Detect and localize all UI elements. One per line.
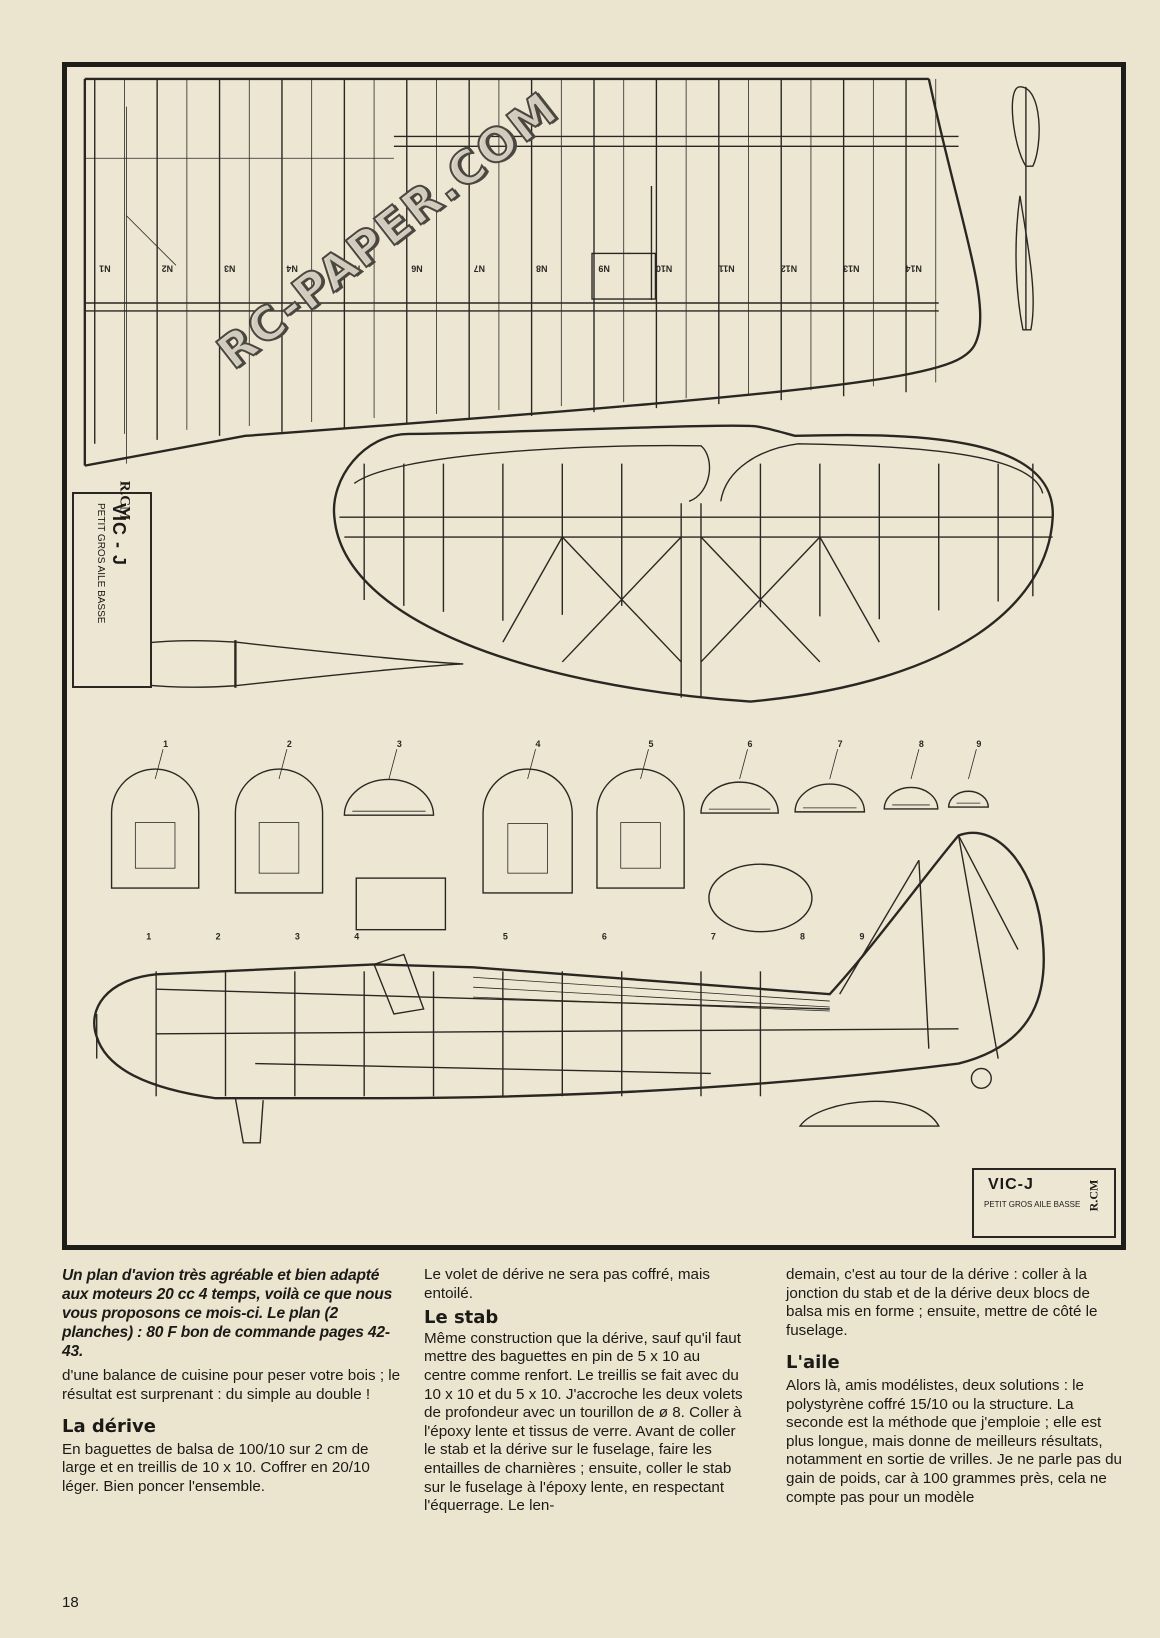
title-block-subtitle: PETIT GROS AILE BASSE xyxy=(95,503,106,624)
wing-panel-drawing: N1 N2 N3 N4 N5 N6 N7 N8 N9 N10 N11 N12 N13 N14 xyxy=(83,77,982,467)
paragraph: Alors là, amis modélistes, deux solution… xyxy=(786,1376,1122,1506)
article-column-3: demain, c'est au tour de la dérive : col… xyxy=(786,1266,1128,1507)
title-block-right: VIC-J PETIT GROS AILE BASSE R.CM xyxy=(972,1168,1116,1238)
paragraph: Le volet de dérive ne sera pas coffré, m… xyxy=(424,1266,710,1302)
section-heading-stab: Le stab xyxy=(424,1307,499,1329)
fuselage-station-number: 3 xyxy=(295,932,300,942)
wing-rib-number: N10 xyxy=(656,263,672,273)
wing-rib-number: N13 xyxy=(843,263,859,273)
fuselage-station-number: 6 xyxy=(602,932,607,942)
wing-rib-number: N14 xyxy=(906,263,922,273)
wing-rib-number: N2 xyxy=(162,263,173,273)
wing-rib-number: N4 xyxy=(286,263,297,273)
wing-rib-number: N11 xyxy=(719,263,735,273)
plan-drawing: N1 N2 N3 N4 N5 N6 N7 N8 N9 N10 N11 N12 N13 N14 xyxy=(83,77,1054,1144)
section-heading-derive: La dérive xyxy=(62,1416,156,1438)
wing-rib-number: N8 xyxy=(536,263,547,273)
plan-drawing-frame: N1 N2 N3 N4 N5 N6 N7 N8 N9 N10 N11 N12 N13 N14 xyxy=(62,62,1126,1250)
former-number: 5 xyxy=(648,739,653,749)
former-number: 6 xyxy=(748,739,753,749)
wing-rib-number: N9 xyxy=(598,263,609,273)
wing-rib-number: N12 xyxy=(781,263,797,273)
former-number: 3 xyxy=(397,739,402,749)
wing-tip-profile xyxy=(1011,86,1040,167)
former-number: 7 xyxy=(838,739,843,749)
former-number: 8 xyxy=(919,739,924,749)
fuselage-station-number: 1 xyxy=(146,932,151,942)
fuselage-station-number: 9 xyxy=(859,932,864,942)
former-number: 1 xyxy=(163,739,168,749)
former-number: 9 xyxy=(976,739,981,749)
rcm-logo: R.CM xyxy=(116,480,133,521)
title-block-name: VIC-J xyxy=(988,1176,1034,1193)
fuselage-station-number: 7 xyxy=(711,932,716,942)
wing-rib-number: N5 xyxy=(349,263,360,273)
former-number: 2 xyxy=(287,739,292,749)
article-column-2: Le volet de dérive ne sera pas coffré, m… xyxy=(424,1266,744,1516)
title-block-subtitle: PETIT GROS AILE BASSE xyxy=(984,1200,1081,1209)
wing-rib-number: N6 xyxy=(411,263,422,273)
fuselage-station-number: 4 xyxy=(354,932,359,942)
stabilizer-drawing xyxy=(332,424,1054,703)
wing-rib-number: N7 xyxy=(474,263,485,273)
title-block-left: VIC - J PETIT GROS AILE BASSE R.CM xyxy=(72,481,152,688)
fuselage-station-number: 8 xyxy=(800,932,805,942)
paragraph: demain, c'est au tour de la dérive : col… xyxy=(786,1266,1098,1339)
plan-caption: Un plan d'avion très agréable et bien ad… xyxy=(62,1267,393,1360)
wing-rib-number: N1 xyxy=(99,263,110,273)
fuselage-top-view xyxy=(86,640,464,688)
wing-rib-number: N3 xyxy=(224,263,235,273)
fuselage-station-number: 2 xyxy=(216,932,221,942)
page-number: 18 xyxy=(62,1594,79,1611)
paragraph: Même construction que la dérive, sauf qu… xyxy=(424,1329,743,1515)
article-column-1: Un plan d'avion très agréable et bien ad… xyxy=(62,1266,402,1497)
fuselage-station-number: 5 xyxy=(503,932,508,942)
fuselage-side-view: 1 2 3 4 5 6 7 8 9 xyxy=(93,831,1045,1144)
paragraph: En baguettes de balsa de 100/10 sur 2 cm… xyxy=(62,1440,370,1495)
former-number: 4 xyxy=(536,739,541,749)
paragraph: d'une balance de cuisine pour peser votr… xyxy=(62,1367,401,1403)
fuselage-formers: 1 2 3 4 5 6 7 8 9 xyxy=(110,739,989,931)
rcm-logo: R.CM xyxy=(1086,1179,1101,1212)
section-heading-aile: L'aile xyxy=(786,1352,840,1374)
